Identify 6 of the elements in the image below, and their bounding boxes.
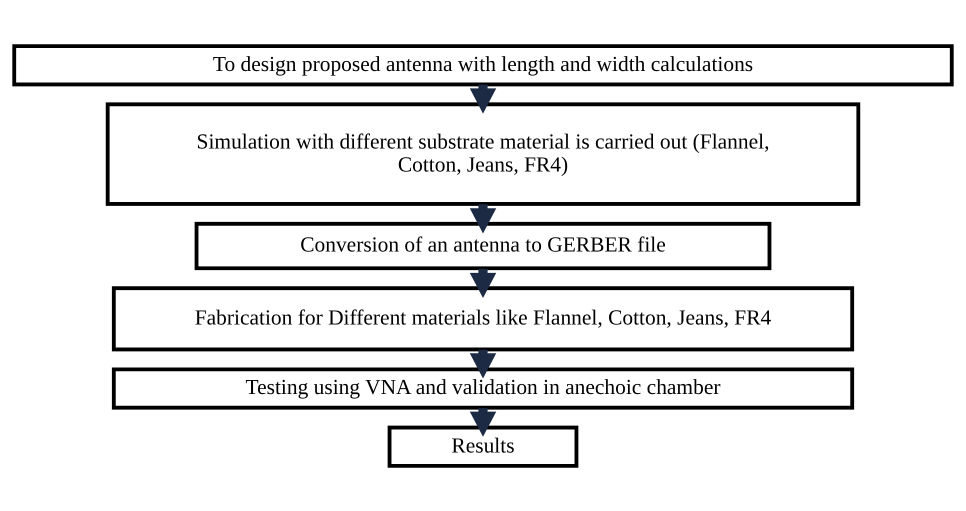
node-box: Conversion of an antenna to GERBER file	[194, 221, 772, 270]
node-box: To design proposed antenna with length and width calculations	[12, 44, 954, 86]
node-box: Fabrication for Different materials like Flannel, Cotton, Jeans, FR4	[112, 286, 854, 351]
node-box: Results	[388, 425, 578, 468]
node-box: Simulation with different substrate material is carried out (Flannel, Cotton, Jeans, FR4)	[106, 102, 860, 206]
node-box: Testing using VNA and validation in anechoic chamber	[112, 366, 854, 410]
